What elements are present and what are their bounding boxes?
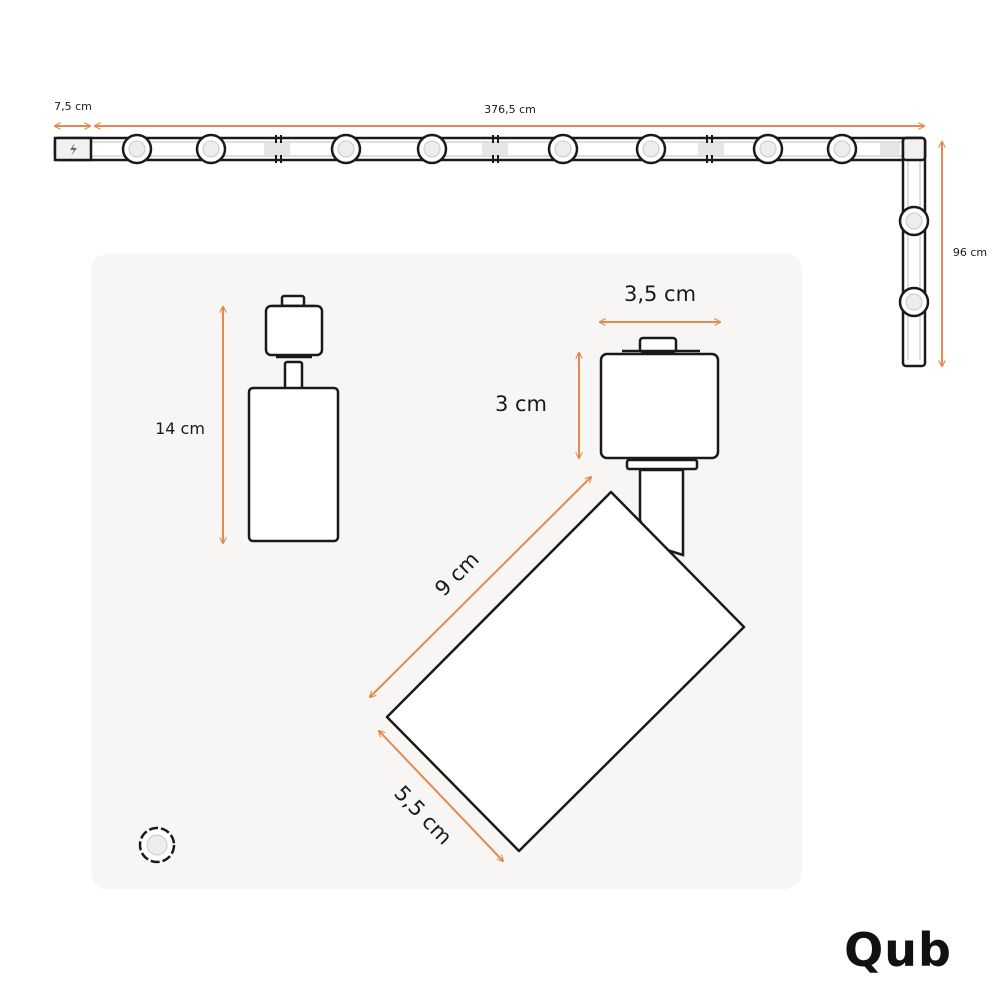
corner-connector xyxy=(901,136,927,162)
dim-label-adapter-height: 3 cm xyxy=(495,392,547,416)
track-dimensions xyxy=(55,126,942,366)
dim-line-body-diameter xyxy=(379,731,503,861)
spot-side-view xyxy=(247,294,340,543)
spot-angled-adapter xyxy=(599,352,720,460)
spot-adapter xyxy=(264,304,324,357)
spot-stem xyxy=(283,360,304,392)
dim-line-body-length xyxy=(370,477,591,697)
spot-angled-dimensions xyxy=(370,322,720,861)
spot-body xyxy=(247,386,340,543)
dim-label-feed: 7,5 cm xyxy=(54,100,92,113)
spot-front-view xyxy=(138,826,176,864)
track-spot-heads xyxy=(121,133,930,318)
brand-logo: Qub xyxy=(844,923,952,977)
dim-label-adapter-width: 3,5 cm xyxy=(624,282,696,306)
dim-label-spot-height: 14 cm xyxy=(155,419,205,438)
dim-label-side: 96 cm xyxy=(953,246,987,259)
dim-label-length: 376,5 cm xyxy=(484,103,536,116)
lightning-bolt-icon xyxy=(70,143,77,156)
